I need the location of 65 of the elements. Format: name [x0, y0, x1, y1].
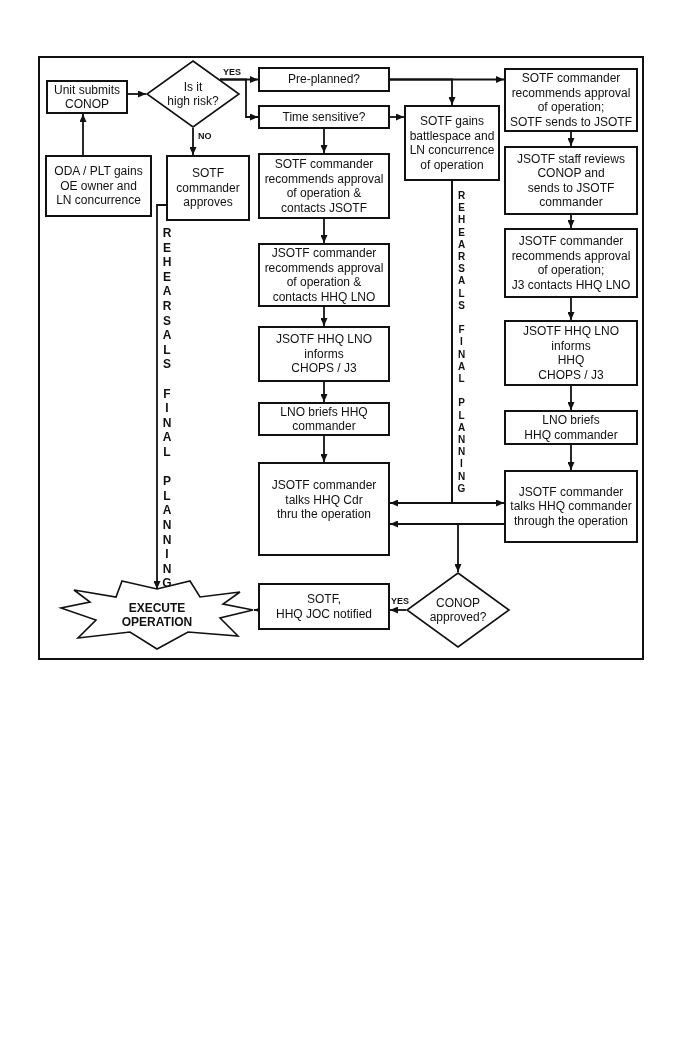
process-box	[166, 155, 250, 221]
process-box	[504, 470, 638, 543]
box-text: Unit submits CONOP	[54, 82, 120, 112]
edge-label: NO	[198, 131, 212, 141]
decision-diamond	[146, 60, 240, 128]
box-text: SOTF commander recommends approval of operation; SOTF sends to JSOTF	[510, 71, 632, 129]
process-box	[258, 67, 390, 92]
process-box	[504, 320, 638, 386]
box-text: LNO briefs HHQ commander	[280, 404, 368, 434]
decision-text: Is it high risk?	[167, 79, 219, 109]
arrow	[454, 523, 505, 573]
box-text: JSOTF HHQ LNO informs HHQ CHOPS / J3	[523, 324, 619, 382]
arrow	[320, 306, 328, 327]
process-box	[258, 153, 390, 219]
process-box	[504, 228, 638, 298]
box-text: SOTF gains battlespace and LN concurrence of operation	[409, 114, 495, 172]
box-text: ODA / PLT gains OE owner and LN concurrence	[54, 164, 143, 208]
arrow	[153, 204, 167, 590]
process-box	[46, 80, 128, 114]
box-text: JSOTF commander recommends approval of operation; J3 contacts HHQ LNO	[511, 234, 631, 292]
arrow	[451, 180, 505, 507]
arrow	[320, 218, 328, 244]
arrow	[320, 128, 328, 154]
process-box	[404, 105, 500, 181]
decision-text: CONOP approved?	[429, 595, 487, 625]
arrow	[389, 113, 405, 121]
arrow	[79, 113, 87, 156]
box-text: Pre-planned?	[287, 72, 361, 87]
process-box	[258, 402, 390, 436]
process-box	[258, 326, 390, 382]
process-box	[504, 410, 638, 445]
box-text: SOTF commander recommends approval of operation & contacts JSOTF	[264, 157, 384, 215]
process-box	[258, 105, 390, 129]
arrow	[567, 214, 575, 229]
box-text: SOTF commander approves	[176, 166, 240, 210]
box-text: SOTF, HHQ JOC notified	[276, 592, 372, 621]
box-text: JSOTF staff reviews CONOP and sends to JSOTF commander	[517, 151, 625, 210]
arrow	[567, 131, 575, 147]
arrow	[189, 127, 197, 156]
arrow	[320, 381, 328, 403]
vertical-edge-label: REHEARSALS FINAL PLANNING	[456, 190, 467, 495]
vertical-edge-label: REHEARSALS FINAL PLANNING	[160, 226, 173, 591]
arrow	[389, 606, 407, 614]
process-box	[45, 155, 152, 217]
edge-label: YES	[223, 67, 241, 77]
starburst-text: EXECUTE OPERATION	[121, 600, 193, 630]
process-box	[258, 243, 390, 307]
box-text: JSOTF commander recommends approval of operation & contacts HHQ LNO	[264, 246, 384, 304]
box-text: JSOTF commander talks HHQ Cdr thru the operation	[271, 478, 377, 522]
box-text: Time sensitive?	[282, 109, 366, 125]
edge-label: YES	[391, 596, 409, 606]
arrow	[567, 385, 575, 411]
arrow	[567, 297, 575, 321]
arrow	[320, 435, 328, 463]
process-box	[258, 462, 390, 556]
box-text: JSOTF commander talks HHQ commander through the operation	[510, 484, 632, 529]
box-text: JSOTF HHQ LNO informs CHOPS / J3	[276, 332, 372, 376]
arrow	[219, 78, 259, 121]
arrow	[127, 90, 147, 98]
process-box	[258, 583, 390, 630]
arrow	[567, 444, 575, 471]
process-box	[504, 68, 638, 132]
box-text: LNO briefs HHQ commander	[524, 413, 618, 442]
arrow	[389, 78, 456, 106]
process-box	[504, 146, 638, 215]
